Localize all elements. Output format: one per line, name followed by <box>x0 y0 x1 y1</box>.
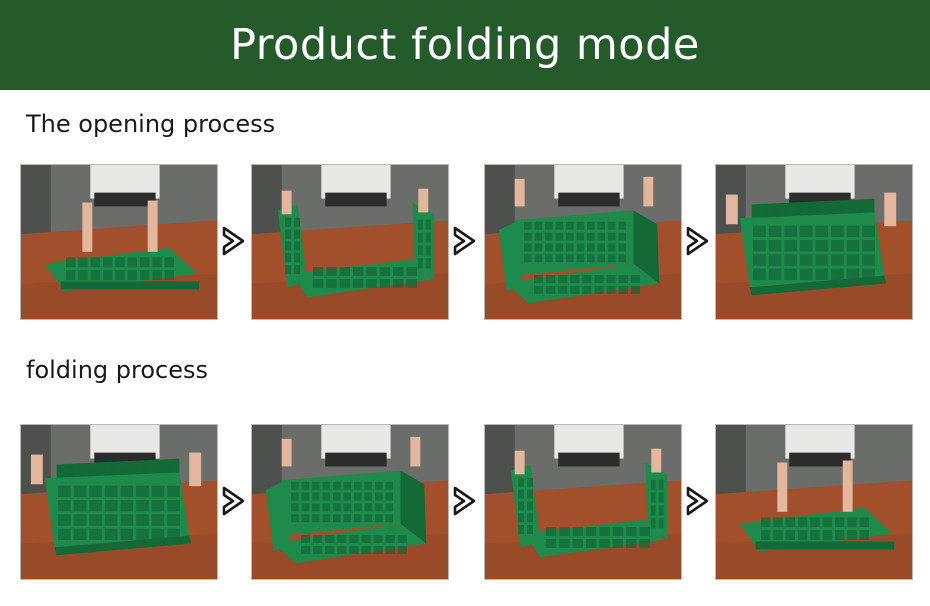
opening-process-heading: The opening process <box>26 110 276 138</box>
arrow-right-icon <box>453 226 477 256</box>
opening-process-steps <box>0 164 930 322</box>
folding-step-1-photo <box>20 424 218 580</box>
arrow-right-icon <box>222 226 246 256</box>
arrow-right-icon <box>222 486 246 516</box>
opening-step-2-photo <box>251 164 449 320</box>
opening-step-4-photo <box>715 164 913 320</box>
arrow-right-icon <box>686 486 710 516</box>
opening-step-3-photo <box>484 164 682 320</box>
arrow-right-icon <box>453 486 477 516</box>
folding-process-steps <box>0 424 930 582</box>
folding-process-heading: folding process <box>26 356 209 384</box>
folding-step-3-photo <box>484 424 682 580</box>
title-banner: Product folding mode <box>0 0 930 90</box>
arrow-right-icon <box>686 226 710 256</box>
folding-step-4-photo <box>715 424 913 580</box>
folding-step-2-photo <box>251 424 449 580</box>
page-title: Product folding mode <box>230 20 700 70</box>
opening-step-1-photo <box>20 164 218 320</box>
